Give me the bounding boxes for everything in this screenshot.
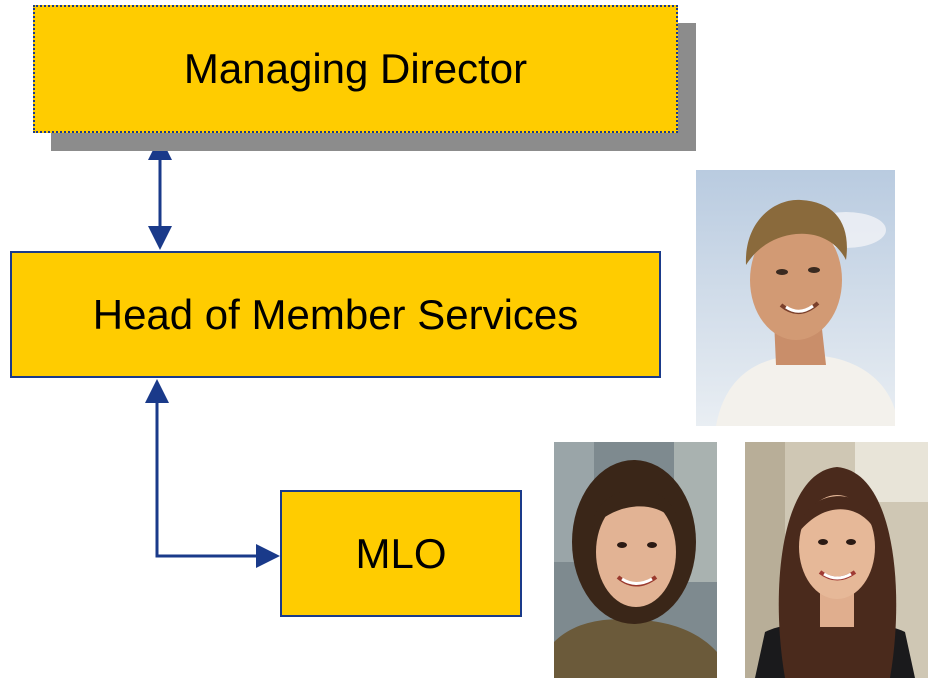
arrowhead-down-icon <box>148 226 172 250</box>
head-of-member-services-box: Head of Member Services <box>10 251 661 378</box>
head-of-member-services-label: Head of Member Services <box>92 290 579 338</box>
arrowhead-right-icon <box>256 544 280 568</box>
arrowhead-up-icon <box>148 136 172 160</box>
head-mlo-elbow-arrow <box>145 379 280 568</box>
arrowhead-up-icon <box>145 379 169 403</box>
mlo-label: MLO <box>355 529 447 577</box>
portrait-woman-photo <box>745 442 928 678</box>
portrait-woman-photo <box>554 442 717 678</box>
portrait-man-photo <box>696 170 895 426</box>
md-head-double-arrow <box>148 136 172 250</box>
managing-director-box: Managing Director <box>33 5 678 133</box>
mlo-box: MLO <box>280 490 522 617</box>
managing-director-label: Managing Director <box>183 45 528 92</box>
